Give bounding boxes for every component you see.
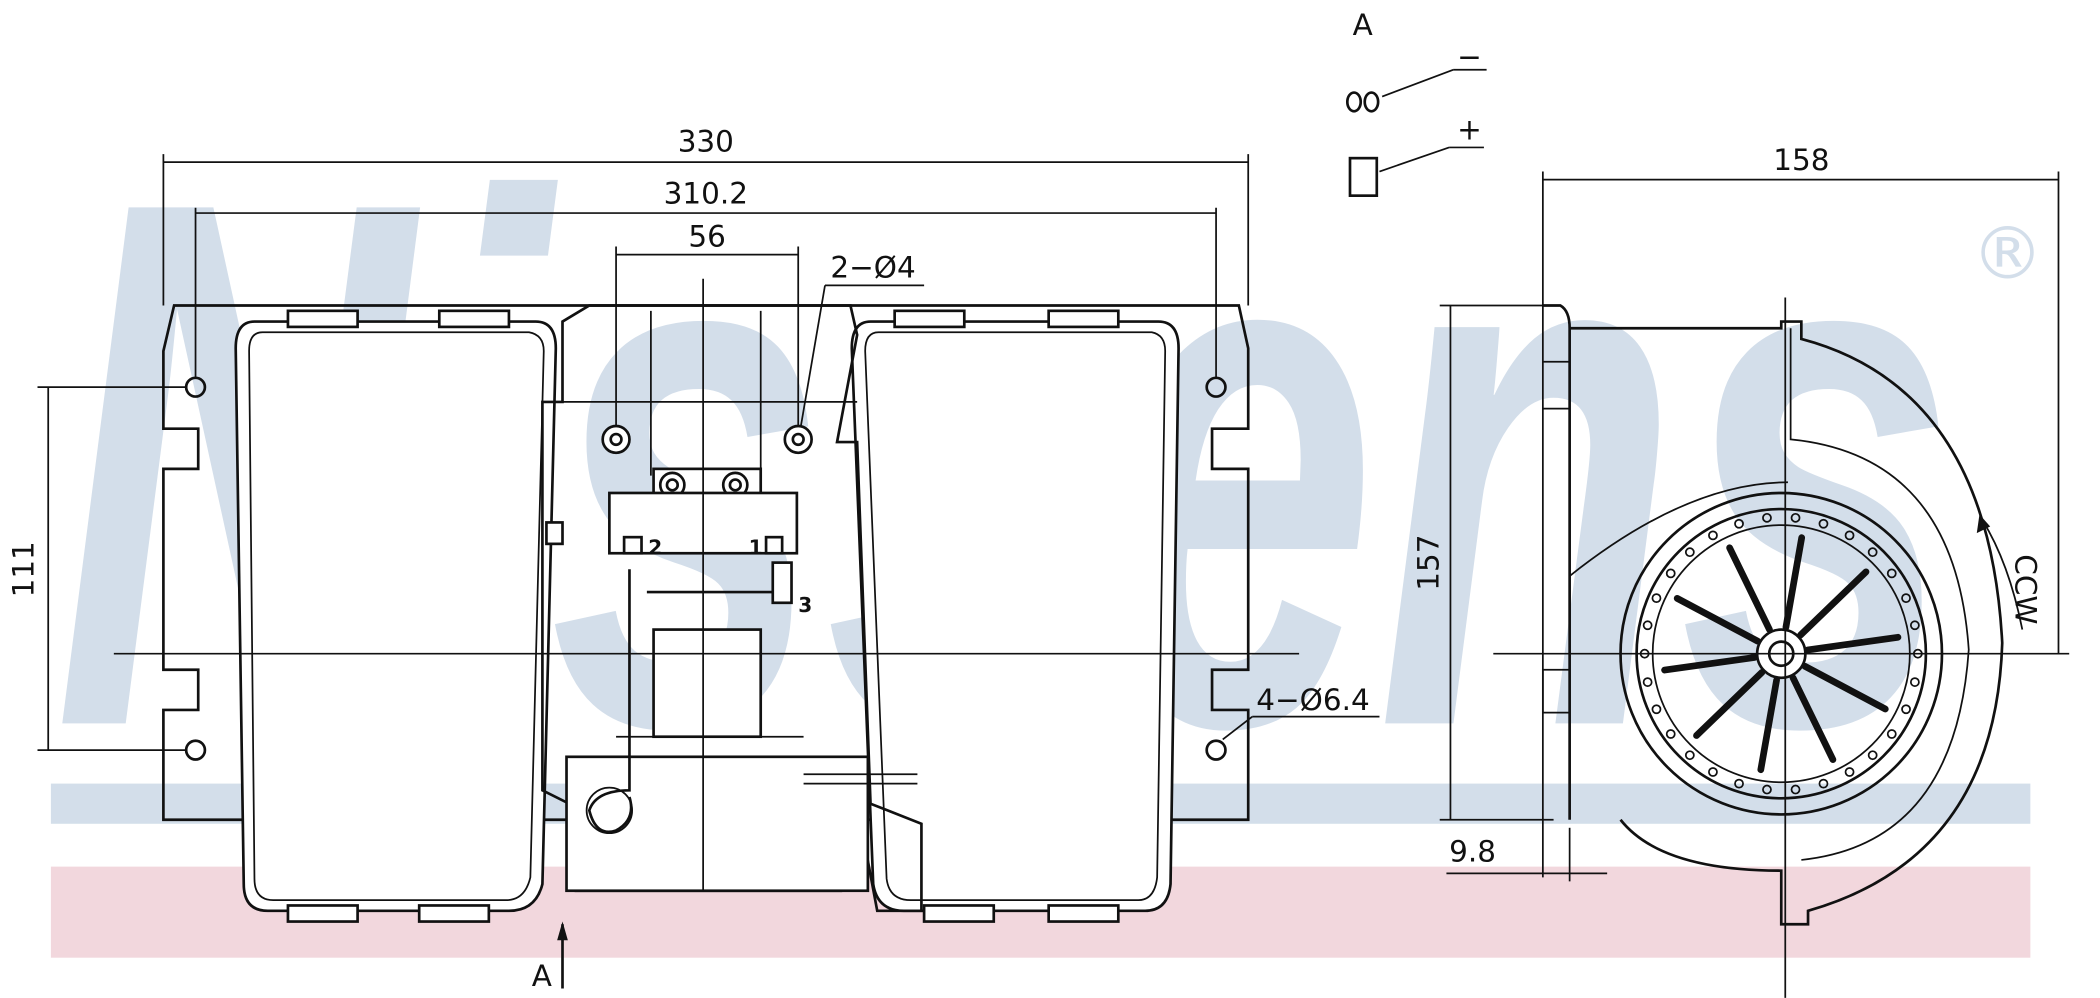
fan-blade-tip <box>1909 620 1920 631</box>
terminal-3-label: 3 <box>798 593 812 617</box>
dim-overall-width: 330 <box>678 124 734 158</box>
fan-blade-tip <box>1844 530 1855 541</box>
fan-blade-tip <box>1867 547 1878 558</box>
ccw-arrow-icon <box>1976 514 1991 534</box>
rotation-label: CCW <box>2009 554 2043 624</box>
fan-spokes <box>1639 512 1923 795</box>
fan-blade-tip <box>1901 593 1911 604</box>
dim-mount-holes: 4−Ø6.4 <box>1256 683 1369 717</box>
fan-blade-tip <box>1790 512 1801 523</box>
fan-blade-tip <box>1651 593 1662 604</box>
negative-terminal-icon <box>1345 91 1380 113</box>
fan-blade-tip <box>1684 750 1695 761</box>
dimension-lines <box>37 154 1380 989</box>
fan-spoke <box>1782 534 1806 631</box>
terminal-2-label: 2 <box>648 536 662 560</box>
fan-blade-tip <box>1762 512 1772 523</box>
side-view: CCW 158 157 9.8 <box>1411 143 2070 998</box>
fan-blade-tip <box>1734 518 1744 529</box>
detail-a-title: A <box>1353 8 1373 42</box>
housing-clips <box>286 309 1120 923</box>
fan-spoke <box>1673 595 1761 645</box>
fan-blade-tip <box>1867 750 1878 761</box>
fan-blade-tip <box>1909 677 1920 687</box>
fan-blade-tip <box>1818 778 1829 789</box>
fan-blade-tip <box>1886 729 1897 739</box>
fan-spoke <box>1693 668 1766 739</box>
positive-terminal-label: + <box>1457 112 1482 146</box>
terminal-1-label: 1 <box>749 536 763 560</box>
fan-blade-tip <box>1665 568 1676 579</box>
fan-spoke <box>1661 654 1759 674</box>
fan-blade-tip <box>1844 767 1855 777</box>
fan-spoke <box>1757 676 1780 774</box>
front-view: 2 1 3 330 310.2 56 <box>6 124 1380 993</box>
dim-hole-spacing: 310.2 <box>664 177 748 211</box>
fan-blade-tip <box>1818 518 1829 529</box>
fan-spoke <box>1804 633 1902 654</box>
fan-blade-tip <box>1708 530 1718 541</box>
right-housing <box>850 320 1180 913</box>
blower-scroll <box>1569 320 2004 926</box>
dim-depth: 158 <box>1773 143 1829 177</box>
view-a-marker: A <box>532 959 552 993</box>
fan-blade-tip <box>1762 784 1772 795</box>
fan-blade-tip <box>1734 778 1744 789</box>
dim-flange: 9.8 <box>1449 834 1496 868</box>
positive-terminal-icon <box>1348 156 1379 197</box>
fan-spoke <box>1797 568 1870 639</box>
mounting-plate <box>162 304 1250 822</box>
fan-blade-tip <box>1642 620 1653 631</box>
registered-mark: ® <box>1971 213 2043 297</box>
motor-body <box>541 304 923 913</box>
dim-center-spacing: 56 <box>688 220 725 254</box>
fan-spoke <box>1789 674 1837 763</box>
fan-blade-tip <box>1642 677 1653 687</box>
fan-blade-tip <box>1708 767 1718 777</box>
fan-blade-tip <box>1886 568 1897 579</box>
dim-height: 157 <box>1411 535 1445 591</box>
fan-blade-tip <box>1901 704 1911 715</box>
dim-small-holes: 2−Ø4 <box>830 250 915 284</box>
left-housing <box>234 320 558 913</box>
fan-spoke <box>1726 544 1773 633</box>
fan-blade-tip <box>1651 704 1662 715</box>
detail-a: A − + <box>1345 8 1487 197</box>
fan-blade-tip <box>1790 784 1801 795</box>
fan-blade-tip <box>1684 547 1695 558</box>
fan-blade-tip <box>1665 729 1676 739</box>
negative-terminal-label: − <box>1457 40 1482 74</box>
fan-spoke <box>1801 662 1889 713</box>
mount-holes <box>184 376 1227 761</box>
dim-height-spacing: 111 <box>6 541 40 597</box>
